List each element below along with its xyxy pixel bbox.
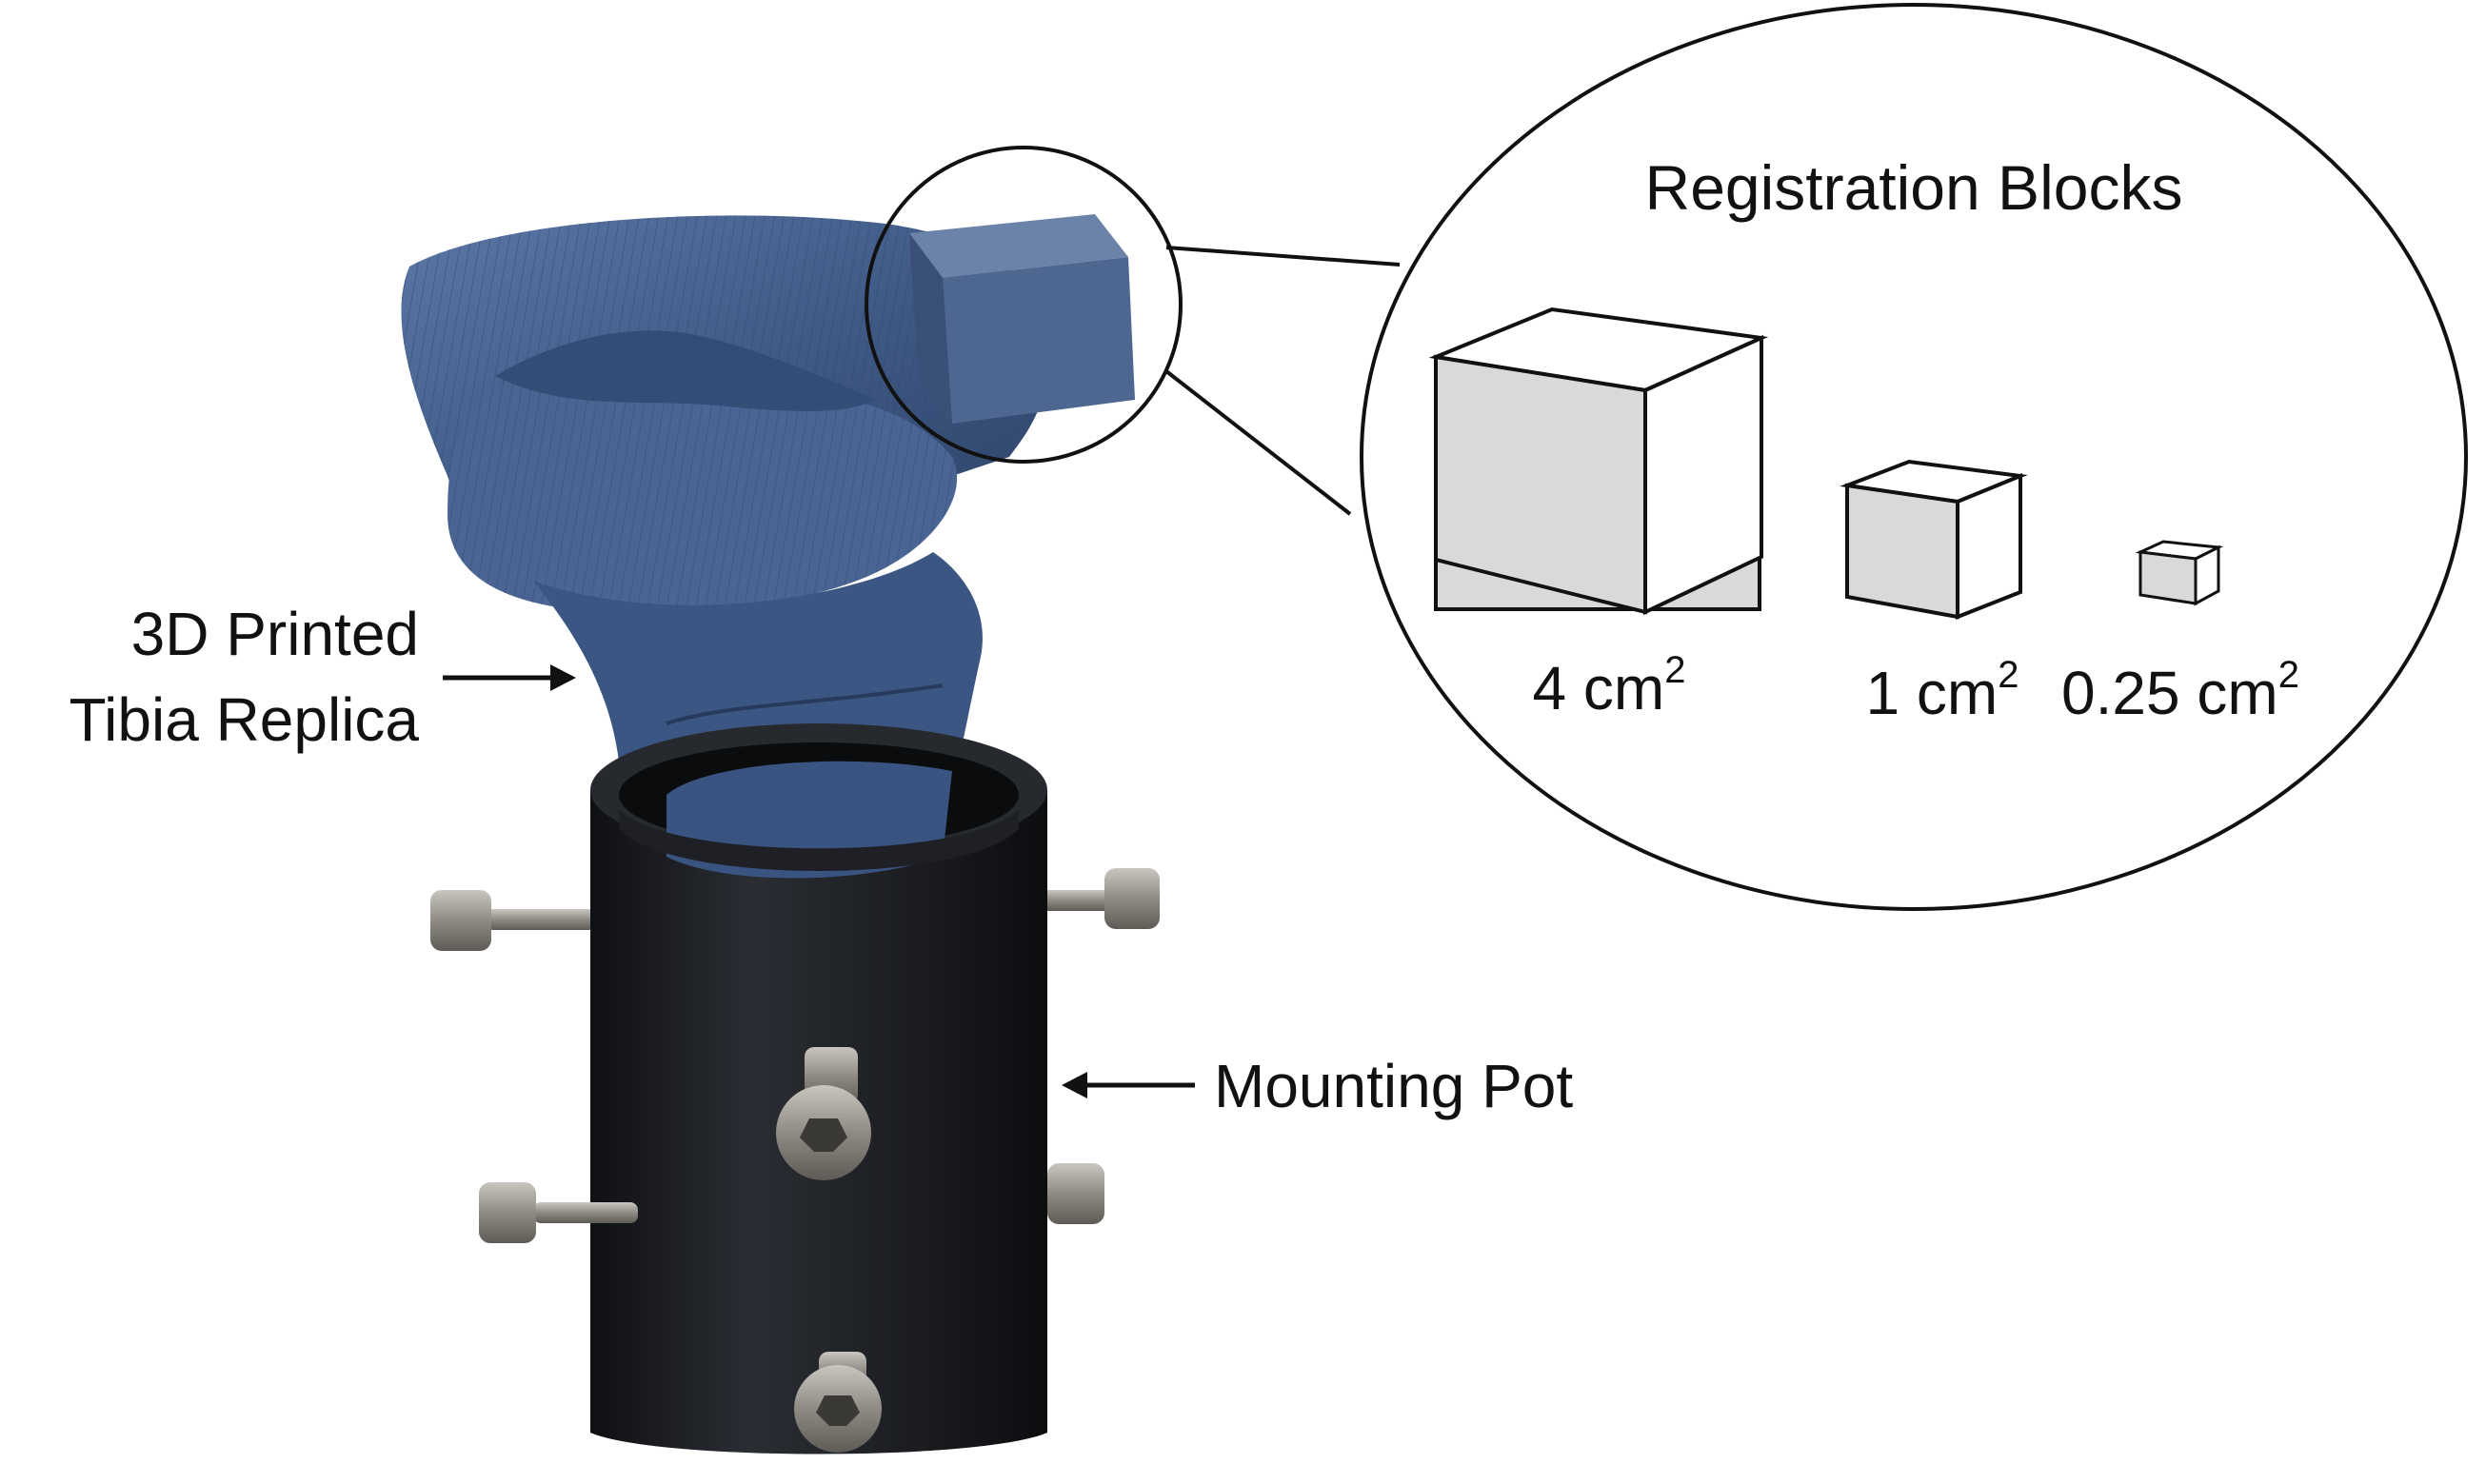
zoom-line-upper bbox=[1165, 246, 1401, 267]
block-label-1: 1 cm2 bbox=[1866, 654, 2019, 727]
callout-pot: Mounting Pot bbox=[1062, 1052, 1573, 1120]
mounting-pot bbox=[430, 723, 1160, 1454]
screw-front-middle bbox=[776, 1047, 871, 1180]
inset-title: Registration Blocks bbox=[1645, 152, 2183, 223]
tibia-label-line2: Tibia Replica bbox=[69, 685, 419, 754]
zoom-source-circle bbox=[865, 146, 1183, 464]
screw-lower-left bbox=[479, 1182, 638, 1243]
cube-small bbox=[2135, 540, 2224, 606]
block-label-025: 0.25 cm2 bbox=[2061, 654, 2299, 727]
block-label-4: 4 cm2 bbox=[1533, 649, 1686, 722]
cube-large bbox=[1428, 307, 1769, 616]
screw-upper-right bbox=[1028, 868, 1160, 929]
pot-arrow-head bbox=[1062, 1072, 1087, 1098]
inset-panel: Registration Blocks 4 cm2 1 cm2 0.25 cm2 bbox=[1428, 152, 2299, 727]
tibia-replica bbox=[401, 214, 1135, 938]
callout-tibia: 3D Printed Tibia Replica bbox=[69, 600, 576, 754]
zoom-line-lower bbox=[1164, 369, 1352, 516]
registration-block-on-tibia bbox=[909, 214, 1135, 424]
inset-ellipse bbox=[1360, 3, 2468, 911]
pot-label: Mounting Pot bbox=[1214, 1052, 1573, 1120]
cube-medium bbox=[1840, 459, 2028, 620]
tibia-label-line1: 3D Printed bbox=[131, 600, 419, 668]
tibia-arrow-head bbox=[550, 664, 576, 691]
zoom-connector bbox=[865, 3, 2468, 911]
screw-front-bottom bbox=[794, 1352, 882, 1453]
screw-lower-right bbox=[1047, 1163, 1104, 1224]
